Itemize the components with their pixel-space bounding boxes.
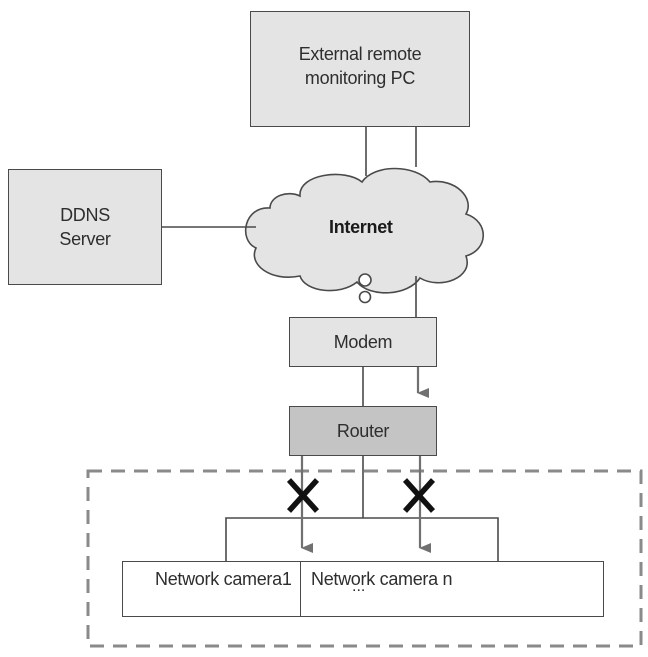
camera-1-label: Network camera1 <box>155 568 292 589</box>
local-network-border <box>86 469 643 648</box>
modem-label: Modem <box>333 331 393 352</box>
remote-pc-box: External remote monitoring PC <box>250 11 470 127</box>
cloud-bubble-icon <box>358 273 372 287</box>
ddns-server-label: DDNS Server <box>59 204 111 249</box>
camera-ellipsis: ... <box>352 578 366 595</box>
blocked-x-icon <box>286 478 320 513</box>
camera-n-box: Network camera n <box>300 561 604 617</box>
cloud-bubble-icon <box>358 290 372 304</box>
internet-label: Internet <box>329 217 393 237</box>
router-label: Router <box>336 420 390 441</box>
camera-bus <box>225 517 499 561</box>
blocked-x-icon <box>402 478 436 513</box>
camera-1-box: Network camera1 <box>122 561 301 617</box>
internet-cloud-icon <box>245 167 484 294</box>
camera-n-label: Network camera n <box>311 568 453 589</box>
ddns-server-box: DDNS Server <box>8 169 162 285</box>
remote-pc-label: External remote monitoring PC <box>298 43 422 88</box>
router-box: Router <box>289 406 437 456</box>
modem-box: Modem <box>289 317 437 367</box>
